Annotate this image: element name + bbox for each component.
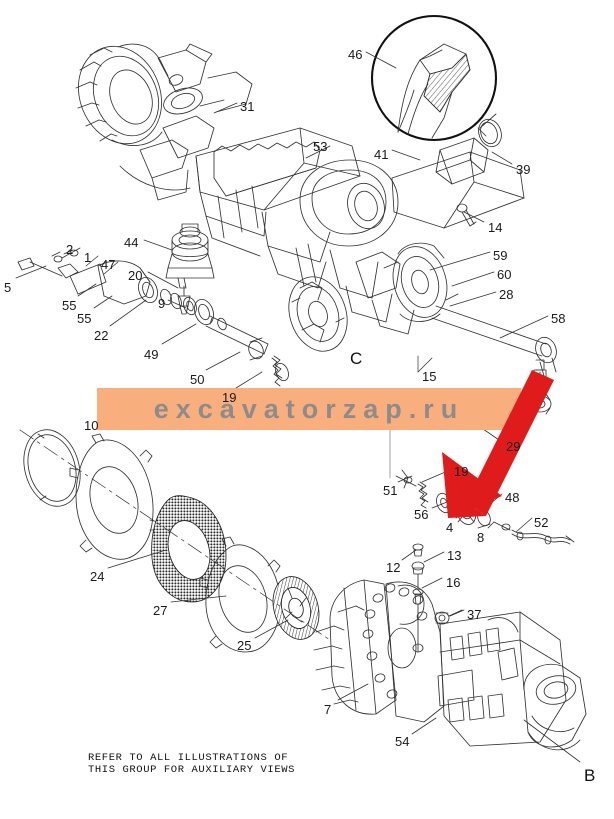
callout-51: 51: [383, 483, 398, 498]
callout-31: 31: [240, 99, 255, 114]
callout-14: 14: [488, 220, 503, 235]
callout-16: 16: [446, 575, 461, 590]
axle-housing-main: [195, 127, 525, 323]
callout-4: 4: [446, 520, 454, 535]
bottom-axle-housing: [313, 579, 587, 751]
callout-58: 58: [551, 311, 566, 326]
center-brake-drum: [288, 276, 348, 352]
callout-44: 44: [124, 235, 139, 250]
callout-13: 13: [447, 548, 462, 563]
callout-52: 52: [534, 515, 549, 530]
callout-49: 49: [144, 347, 159, 362]
callout-41: 41: [374, 147, 389, 162]
callout-47: 47: [101, 257, 116, 272]
brake-stack: [19, 429, 331, 653]
footer-line-2: THIS GROUP FOR AUXILIARY VIEWS: [88, 764, 296, 776]
callout-19: 19: [222, 390, 237, 405]
callout-50: 50: [190, 372, 205, 387]
pump-assembly-44: [165, 223, 215, 315]
callout-19: 19: [454, 464, 469, 479]
callout-9: 9: [158, 296, 166, 311]
callout-7: 7: [324, 702, 332, 717]
callout-46: 46: [348, 47, 363, 62]
callout-5: 5: [4, 280, 12, 295]
callout-20: 20: [128, 268, 143, 283]
steering-cylinder: [17, 249, 289, 387]
callout-28: 28: [499, 287, 514, 302]
callout-1: 1: [84, 250, 92, 265]
callout-29: 29: [506, 439, 521, 454]
callout-48: 48: [505, 490, 520, 505]
watermark-text: excavatorzap.ru: [153, 393, 465, 424]
callout-15: 15: [422, 369, 437, 384]
bolt-37: [434, 609, 463, 625]
callout-25: 25: [237, 638, 252, 653]
callout-55: 55: [77, 311, 92, 326]
callout-39: 39: [516, 162, 531, 177]
section-label-C: C: [350, 349, 363, 368]
callout-37: 37: [467, 607, 482, 622]
callout-59: 59: [493, 248, 508, 263]
red-annotation-arrow: [442, 370, 554, 518]
callout-60: 60: [497, 267, 512, 282]
section-label-B: B: [584, 766, 596, 785]
center-planetary: [355, 242, 459, 335]
callout-54: 54: [395, 734, 410, 749]
callout-8: 8: [477, 530, 485, 545]
spindle-and-ring: [435, 113, 502, 185]
callout-2: 2: [66, 242, 74, 257]
callout-24: 24: [90, 569, 105, 584]
callout-12: 12: [386, 560, 401, 575]
bolt-14: [456, 203, 477, 227]
callout-22: 22: [94, 328, 109, 343]
callout-55: 55: [62, 298, 77, 313]
detail-circle-46: [370, 14, 498, 142]
callout-53: 53: [313, 139, 328, 154]
right-tie-rod: [431, 305, 557, 377]
bolt-stack-12-13-16: [411, 543, 425, 653]
callout-10: 10: [84, 418, 99, 433]
footer-line-1: REFER TO ALL ILLUSTRATIONS OF: [88, 752, 289, 764]
watermark-band: [97, 388, 521, 430]
footer-note: REFER TO ALL ILLUSTRATIONS OF THIS GROUP…: [88, 752, 295, 776]
callout-27: 27: [153, 603, 168, 618]
callout-56: 56: [414, 507, 429, 522]
left-wheel-hub: [75, 43, 253, 201]
